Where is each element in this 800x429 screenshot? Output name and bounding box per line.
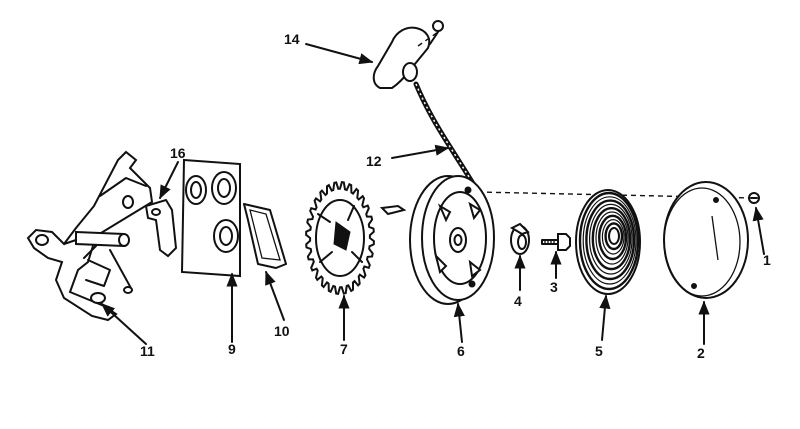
callout-labels: 1 2 3 4 5 6 7 9 10 11 12 14 16: [140, 31, 771, 361]
callout-6: 6: [457, 343, 465, 359]
assembly-line-top: [417, 31, 439, 47]
spring-coil: [588, 203, 633, 275]
spring-coil: [578, 191, 640, 291]
lever-part: [144, 198, 178, 258]
control-bracket-part: [26, 150, 154, 322]
spring-coil: [585, 199, 636, 281]
spring-coil: [595, 211, 629, 265]
callout-10: 10: [274, 323, 290, 339]
starter-handle-part: [372, 20, 444, 89]
callout-14: 14: [284, 31, 300, 47]
spring-coil: [604, 222, 624, 251]
callout-9: 9: [228, 341, 236, 357]
callout-2: 2: [697, 345, 705, 361]
callout-7: 7: [340, 341, 348, 357]
plate-part: [180, 158, 241, 278]
callout-16: 16: [170, 145, 186, 161]
recoil-spring-part: [575, 189, 641, 295]
starter-housing-part: [409, 175, 495, 305]
gear-part: [305, 180, 407, 296]
callout-11: 11: [140, 343, 155, 359]
callout-5: 5: [595, 343, 603, 359]
pawl-part: [509, 222, 530, 255]
callout-1: 1: [763, 252, 771, 268]
screw-part: [748, 192, 760, 204]
spring-coil: [591, 207, 632, 271]
spring-coil: [601, 219, 625, 255]
callout-4: 4: [514, 293, 522, 309]
leader-arrows: [100, 43, 765, 345]
cover-part: [663, 181, 749, 299]
spring-coil: [582, 196, 637, 285]
callout-3: 3: [550, 279, 558, 295]
wire-guide-part: [243, 203, 287, 269]
bolt-part: [541, 233, 571, 251]
spring-coil: [597, 214, 628, 261]
callout-12: 12: [366, 153, 382, 169]
